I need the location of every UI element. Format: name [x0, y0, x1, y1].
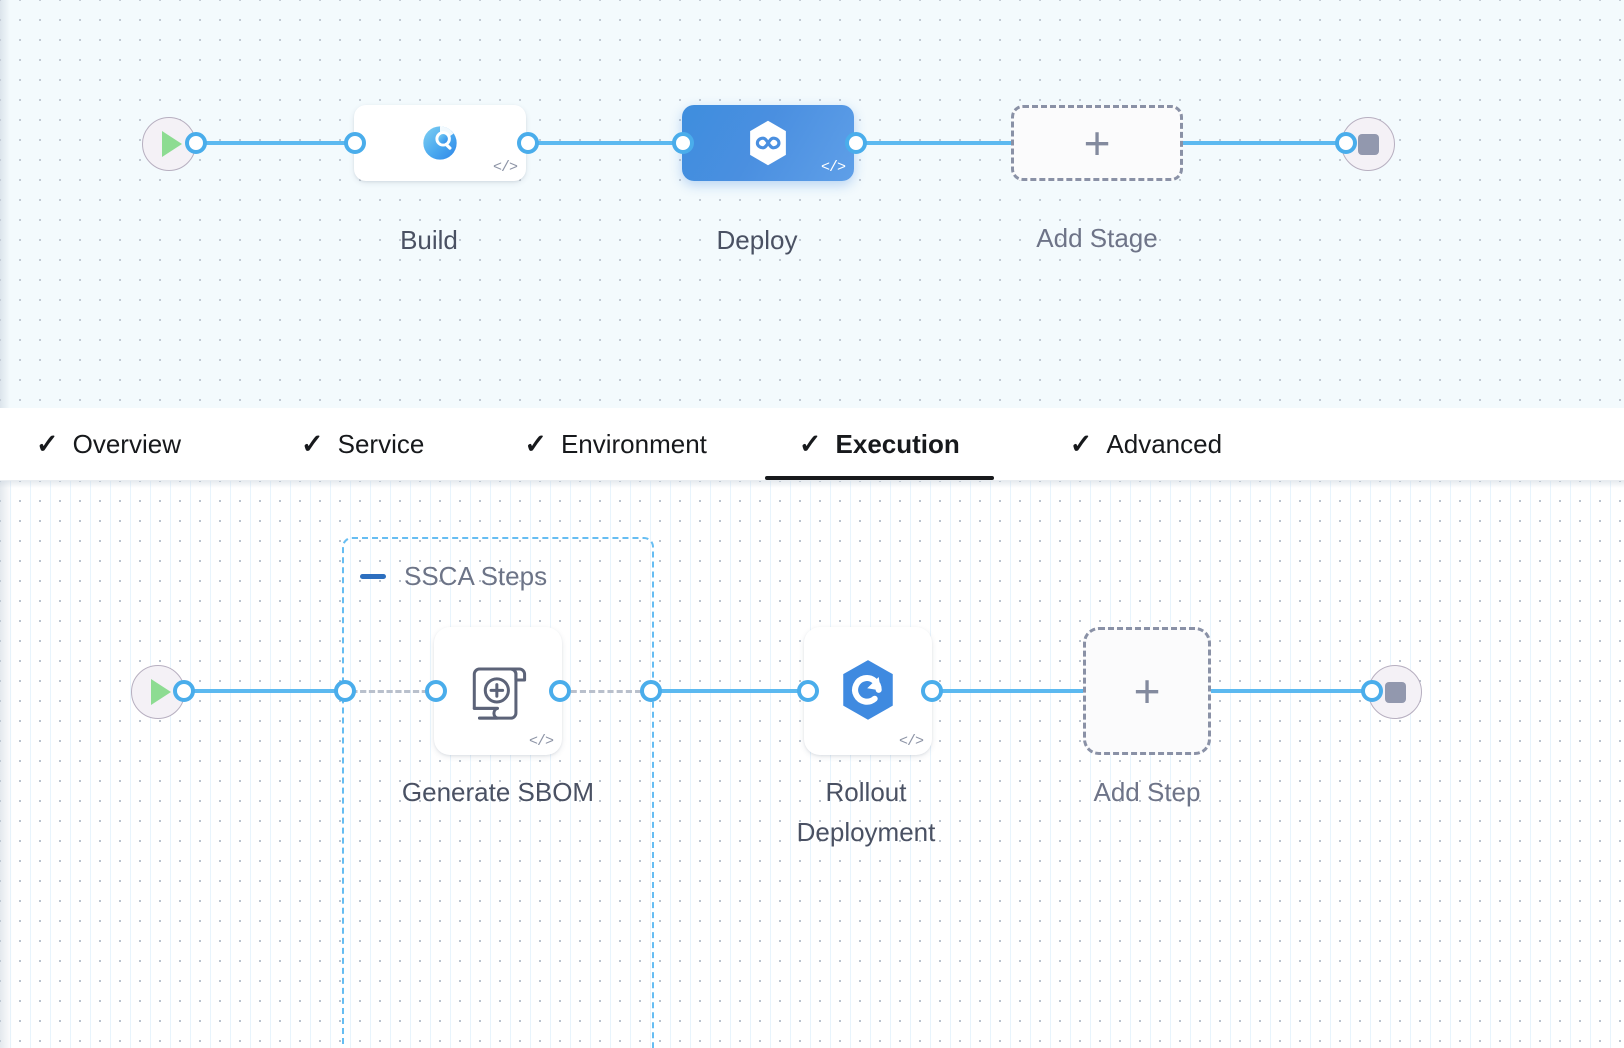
play-icon	[151, 679, 171, 705]
step-node-generate-sbom[interactable]: </>	[434, 627, 562, 755]
edge-rollout-to-add-step	[925, 689, 1093, 693]
stage-config-tabs[interactable]: ✓ Overview ✓ Service ✓ Environment ✓ Exe…	[0, 408, 1624, 481]
sbom-scroll-icon	[461, 654, 535, 728]
k8s-rollout-icon	[832, 655, 904, 727]
stage-label-build: Build	[400, 225, 458, 255]
tab-execution[interactable]: ✓ Execution	[764, 408, 994, 480]
code-badge-icon: </>	[528, 733, 554, 750]
plus-icon: +	[1133, 665, 1161, 717]
minus-icon[interactable]	[360, 574, 386, 579]
stop-icon	[1357, 133, 1379, 155]
stage-label-deploy: Deploy	[716, 225, 798, 255]
cd-deploy-icon	[742, 117, 794, 169]
edge-deploy-to-add-stage	[850, 141, 1100, 145]
stage-node-build[interactable]: </>	[354, 105, 526, 181]
connector-dot-build-in[interactable]	[344, 132, 366, 154]
code-badge-icon: </>	[820, 159, 846, 176]
add-step-label: Add Step	[1093, 777, 1201, 807]
connector-dot-sbom-in[interactable]	[425, 680, 447, 702]
edge-add-step-to-end	[1208, 689, 1376, 693]
connector-dot-rollout-out[interactable]	[921, 680, 943, 702]
stop-icon	[1384, 681, 1406, 703]
tab-service[interactable]: ✓ Service	[301, 408, 424, 480]
connector-dot-rollout-in[interactable]	[797, 680, 819, 702]
connector-dot-end-in[interactable]	[1335, 132, 1357, 154]
connector-dot-steps-end-in[interactable]	[1361, 680, 1383, 702]
add-stage-button[interactable]: +	[1011, 105, 1183, 181]
connector-dot-start-out[interactable]	[185, 132, 207, 154]
check-icon: ✓	[524, 428, 547, 459]
execution-steps-canvas[interactable]: SSCA Steps	[0, 481, 1624, 1048]
pipeline-stage-canvas[interactable]: </> Build </> Deploy + Add Stage	[0, 0, 1624, 408]
tab-label-service: Service	[337, 428, 425, 459]
add-step-button[interactable]: +	[1083, 627, 1211, 755]
step-node-rollout-deployment[interactable]: </>	[804, 627, 932, 755]
connector-dot-deploy-in[interactable]	[672, 132, 694, 154]
edge-add-stage-to-end	[1160, 141, 1370, 145]
edge-start-to-build	[190, 141, 360, 145]
tab-label-overview: Overview	[72, 428, 181, 459]
connector-dot-group-edge[interactable]	[334, 680, 356, 702]
tab-label-advanced: Advanced	[1106, 428, 1223, 459]
check-icon: ✓	[798, 428, 822, 459]
code-badge-icon: </>	[898, 733, 924, 750]
step-group-ssca-steps[interactable]	[342, 537, 654, 1048]
tab-environment[interactable]: ✓ Environment	[524, 408, 707, 480]
tab-overview[interactable]: ✓ Overview	[36, 408, 181, 480]
edge-start-to-group	[178, 689, 350, 693]
step-group-title: SSCA Steps	[404, 561, 548, 591]
stage-node-deploy[interactable]: </>	[682, 105, 854, 181]
edge-group-in-dashed	[350, 690, 442, 693]
ci-build-icon	[415, 118, 465, 168]
plus-icon: +	[1083, 117, 1111, 169]
edge-group-out-dashed	[560, 690, 656, 693]
step-label-rollout-deployment: Rollout Deployment	[796, 777, 936, 847]
tab-advanced[interactable]: ✓ Advanced	[1070, 408, 1222, 480]
code-badge-icon: </>	[492, 159, 518, 176]
tab-label-execution: Execution	[835, 428, 960, 459]
connector-dot-sbom-out[interactable]	[549, 680, 571, 702]
check-icon: ✓	[1069, 428, 1093, 459]
add-stage-label: Add Stage	[1036, 223, 1158, 253]
connector-dot-group-exit[interactable]	[640, 680, 662, 702]
step-group-header[interactable]: SSCA Steps	[360, 561, 547, 592]
check-icon: ✓	[36, 428, 59, 459]
check-icon: ✓	[300, 428, 324, 459]
connector-dot-build-out[interactable]	[517, 132, 539, 154]
tab-active-underline	[764, 476, 994, 480]
edge-group-to-rollout	[650, 689, 822, 693]
play-icon	[162, 131, 182, 157]
connector-dot-steps-start-out[interactable]	[173, 680, 195, 702]
tab-label-environment: Environment	[560, 428, 707, 459]
connector-dot-deploy-out[interactable]	[845, 132, 867, 154]
